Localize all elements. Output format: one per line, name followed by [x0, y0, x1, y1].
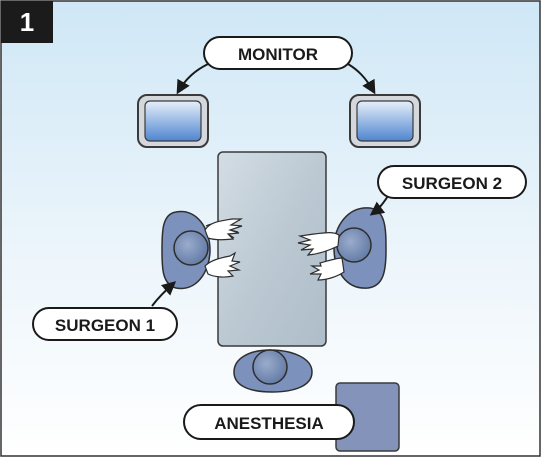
panel-number: 1: [20, 7, 34, 37]
monitor-right: [349, 94, 421, 148]
svg-text:ANESTHESIA: ANESTHESIA: [214, 414, 324, 433]
surgeon-1-glove-bottom: [204, 251, 242, 278]
monitor-arrow-right: [347, 63, 376, 95]
surgeon-1-figure: [161, 210, 244, 290]
surgeon-2-glove-top: [297, 232, 340, 256]
monitor-arrow-left: [176, 63, 209, 95]
surgeon-1-arrow: [151, 281, 177, 307]
surgeon-2-figure: [297, 207, 387, 289]
surgeon-2-glove-bottom: [309, 257, 345, 281]
svg-text:MONITOR: MONITOR: [238, 45, 318, 64]
surgeon-1-label: SURGEON 1: [32, 307, 178, 341]
monitor-left: [137, 94, 209, 148]
panel-number-badge: 1: [1, 1, 53, 43]
svg-text:SURGEON 1: SURGEON 1: [55, 316, 155, 335]
monitor-label: MONITOR: [203, 36, 353, 70]
label-arrows: [151, 63, 389, 307]
surgeon-1-glove-top: [204, 218, 244, 241]
anesthesia-label: ANESTHESIA: [183, 404, 355, 440]
svg-text:SURGEON 2: SURGEON 2: [402, 174, 502, 193]
surgeon-2-label: SURGEON 2: [377, 165, 527, 199]
anesthesia-figure: [233, 349, 313, 393]
